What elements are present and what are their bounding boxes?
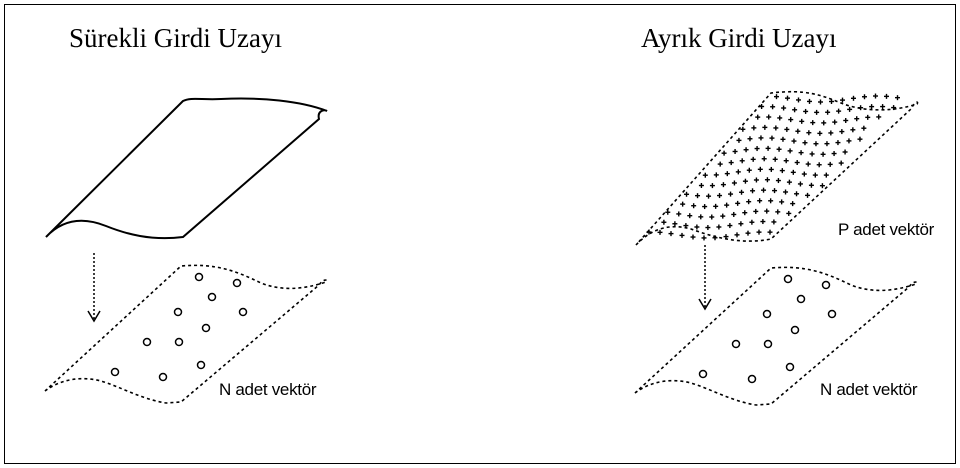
map-arrow-right <box>698 245 712 311</box>
diagram-drawing <box>44 90 919 406</box>
p-vectors <box>646 93 900 241</box>
p-vectors-label: P adet vektör <box>838 220 934 239</box>
diagram-frame: Sürekli Girdi Uzayı Ayrık Girdi Uzayı <box>4 4 956 464</box>
n-vectors-label-left: N adet vektör <box>219 380 317 399</box>
codebook-surface-right <box>634 266 918 406</box>
n-vectors-label-right: N adet vektör <box>820 380 918 399</box>
continuous-surface <box>45 97 328 240</box>
map-arrow-left <box>87 253 101 323</box>
n-vectors-left <box>110 272 248 382</box>
continuous-space-title: Sürekli Girdi Uzayı <box>69 23 282 53</box>
n-vectors-right <box>698 274 837 384</box>
discrete-space-title: Ayrık Girdi Uzayı <box>641 23 837 53</box>
discrete-surface <box>635 90 919 246</box>
codebook-surface-left <box>44 264 328 404</box>
